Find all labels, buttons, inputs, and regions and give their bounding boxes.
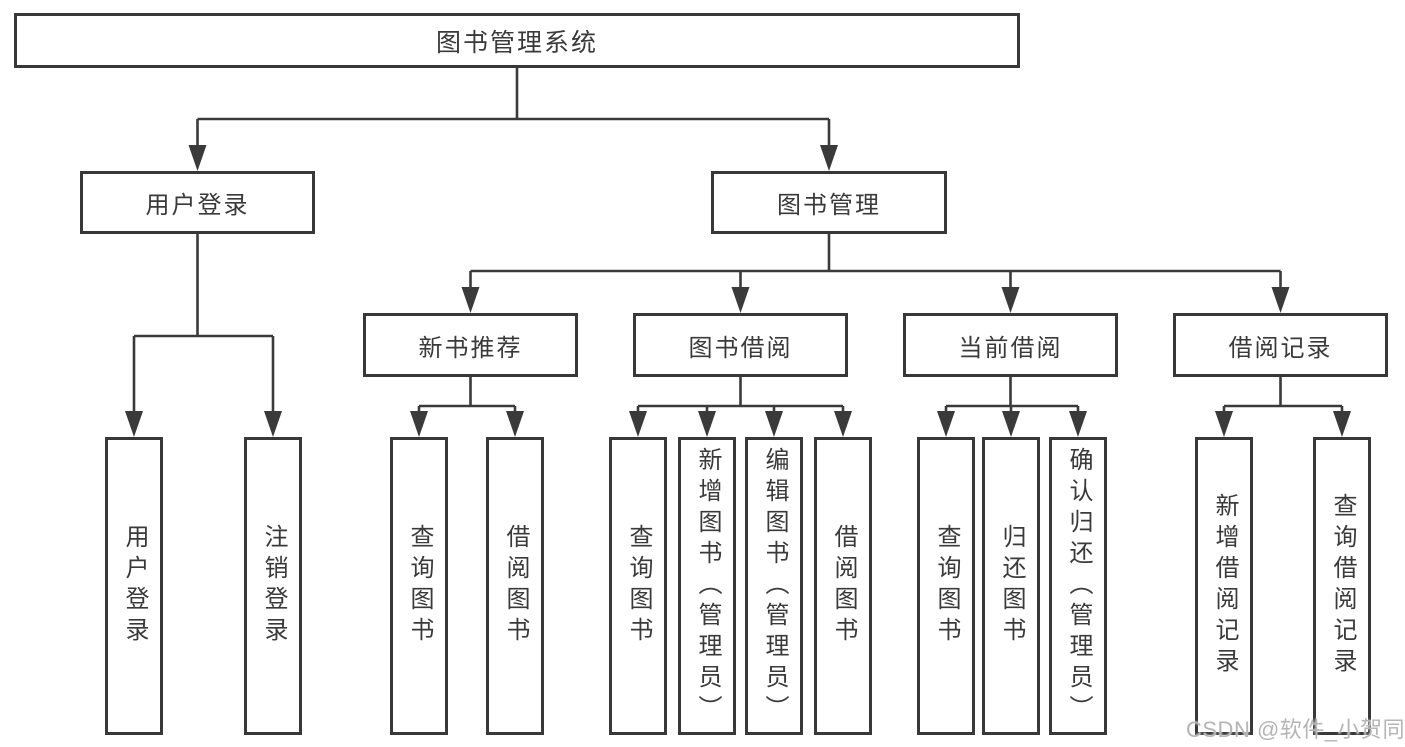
leaf-newrec-query-book: 查询图书 [390, 437, 448, 735]
node-label: 新增图书（管理员） [694, 446, 721, 726]
node-label: 借阅图书 [830, 524, 857, 648]
arrowhead-icon [188, 145, 207, 171]
node-new-book-recommend: 新书推荐 [363, 313, 578, 377]
node-label: 查询图书 [933, 524, 960, 648]
node-user-login: 用户登录 [80, 171, 315, 234]
node-label: 用户登录 [145, 192, 250, 219]
node-book-borrow: 图书借阅 [633, 313, 848, 377]
node-library-system: 图书管理系统 [14, 13, 1020, 68]
node-label: 编辑图书（管理员） [761, 446, 788, 726]
arrowhead-icon [1333, 411, 1351, 437]
node-label: 借阅记录 [1228, 334, 1333, 362]
arrowhead-icon [125, 411, 143, 437]
connector-borrowrecord-to-leaves [1222, 377, 1344, 416]
node-current-borrow: 当前借阅 [903, 313, 1118, 377]
node-label: 用户登录 [121, 524, 148, 648]
leaf-borrow-add-book-admin: 新增图书（管理员） [678, 437, 736, 735]
leaf-newrec-borrow-book: 借阅图书 [486, 437, 544, 735]
connector-newbook-to-leaves [417, 377, 517, 416]
arrowhead-icon [834, 411, 852, 437]
arrowhead-icon [264, 411, 282, 437]
leaf-record-query-borrow-record: 查询借阅记录 [1313, 437, 1371, 735]
node-label: 归还图书 [998, 524, 1025, 648]
node-book-management: 图书管理 [711, 171, 947, 234]
connector-root-to-level2 [196, 68, 831, 150]
node-label: 查询图书 [406, 524, 433, 648]
connector-bookborrow-to-leaves [636, 377, 845, 416]
node-label: 图书借阅 [688, 334, 793, 362]
arrowhead-icon [937, 411, 955, 437]
connector-currentborrow-to-leaves [944, 377, 1080, 416]
arrowhead-icon [820, 145, 838, 171]
node-label: 新书推荐 [418, 334, 523, 362]
leaf-current-return-book: 归还图书 [982, 437, 1040, 735]
arrowhead-icon [1001, 287, 1020, 313]
arrowhead-icon [731, 287, 750, 313]
arrowhead-icon [1215, 411, 1233, 437]
arrowhead-icon [765, 411, 783, 437]
connector-bookmgmt-to-level3 [469, 234, 1282, 292]
node-label: 当前借阅 [958, 334, 1063, 362]
leaf-record-add-borrow-record: 新增借阅记录 [1195, 437, 1253, 735]
node-label: 查询借阅记录 [1329, 493, 1356, 679]
leaf-current-query-book: 查询图书 [917, 437, 975, 735]
connector-wires [132, 68, 1344, 416]
leaf-current-confirm-return-admin: 确认归还（管理员） [1049, 437, 1107, 735]
arrowhead-icon [1271, 287, 1290, 313]
leaf-borrow-query-book: 查询图书 [609, 437, 667, 735]
connector-userlogin-to-leaves [132, 234, 275, 416]
leaf-logout: 注销登录 [244, 437, 302, 735]
node-label: 查询图书 [625, 524, 652, 648]
arrowhead-icon [410, 411, 428, 437]
node-label: 图书管理系统 [435, 28, 598, 57]
leaf-user-login: 用户登录 [105, 437, 163, 735]
leaf-borrow-edit-book-admin: 编辑图书（管理员） [745, 437, 803, 735]
leaf-borrow-borrow-book: 借阅图书 [814, 437, 872, 735]
arrowhead-icon [698, 411, 716, 437]
node-borrow-records: 借阅记录 [1173, 313, 1388, 377]
arrowhead-icon [1069, 411, 1087, 437]
node-label: 借阅图书 [502, 524, 529, 648]
arrowhead-icon [629, 411, 647, 437]
arrowhead-icon [461, 287, 480, 313]
node-label: 确认归还（管理员） [1065, 446, 1092, 726]
arrowhead-icon [506, 411, 524, 437]
arrowhead-icon [1002, 411, 1020, 437]
node-label: 新增借阅记录 [1211, 493, 1238, 679]
node-label: 图书管理 [777, 192, 881, 219]
csdn-watermark: CSDN @软件_小贺同学 [1186, 717, 1405, 742]
node-label: 注销登录 [260, 524, 287, 648]
